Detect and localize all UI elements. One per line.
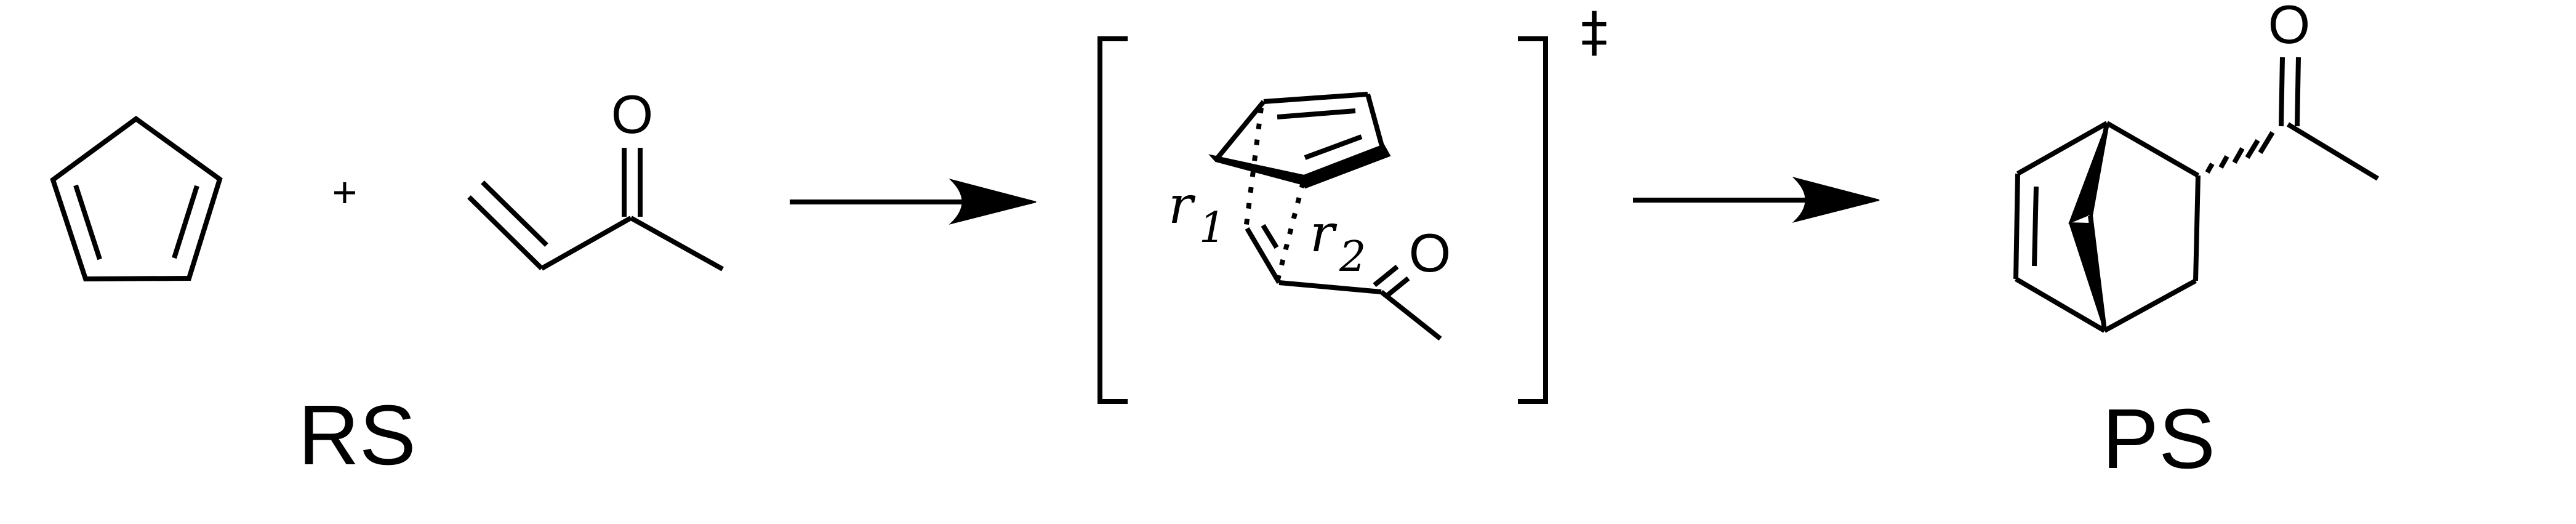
product-state-label: PS <box>2102 392 2215 486</box>
reactant-oxygen-label: O <box>611 84 653 145</box>
methyl-vinyl-ketone-structure <box>467 148 724 272</box>
transition-state-bracket-left <box>1097 36 1128 404</box>
ts-dienophile <box>1245 224 1442 341</box>
reaction-arrow-1 <box>790 179 1037 225</box>
reaction-coordinate-r2-label: r 2 <box>1310 203 1366 281</box>
cyclopentadiene-structure <box>50 116 223 282</box>
ts-oxygen-label: O <box>1409 222 1451 283</box>
norbornene-product-structure <box>2013 57 2380 333</box>
svg-text:r: r <box>1168 175 1196 235</box>
svg-text:2: 2 <box>1339 233 1366 281</box>
ts-diene-ring <box>1208 92 1391 189</box>
product-oxygen-label: O <box>2268 0 2310 55</box>
reaction-arrow-2 <box>1633 177 1880 223</box>
transition-state-bracket-right <box>1518 36 1548 404</box>
svg-text:1: 1 <box>1199 204 1226 252</box>
forming-bond-r2 <box>1275 181 1306 281</box>
forming-bond-r1 <box>1243 107 1264 230</box>
reactant-state-label: RS <box>298 388 416 483</box>
reaction-coordinate-r1-label: r 1 <box>1168 175 1226 252</box>
double-dagger-symbol: ‡ <box>1581 0 1608 63</box>
plus-sign: + <box>332 168 358 216</box>
svg-text:r: r <box>1310 203 1338 264</box>
